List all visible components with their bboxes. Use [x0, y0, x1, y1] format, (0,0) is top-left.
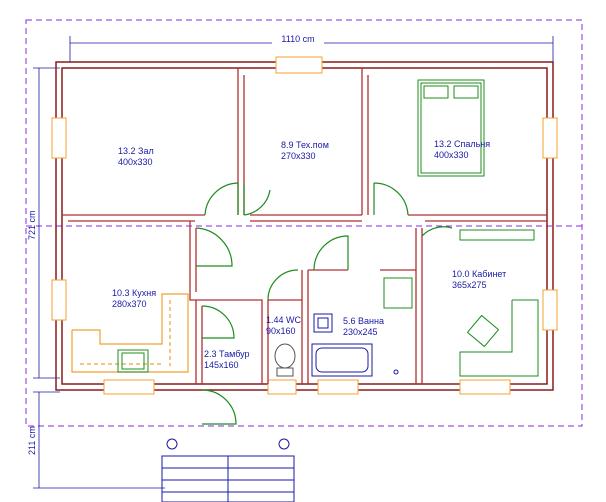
cupboard — [383, 277, 413, 309]
porch-post-left — [166, 438, 178, 450]
room-bedroom-area: 13.2 Спальня — [434, 139, 490, 149]
room-vestibule-size: 145x160 — [204, 360, 239, 370]
window-bottom-bath — [317, 379, 359, 395]
room-bedroom-size: 400x330 — [434, 150, 469, 160]
door-bedroom — [373, 182, 409, 216]
room-tech-size: 270x330 — [281, 151, 316, 161]
room-office-size: 365x275 — [452, 280, 487, 290]
door-tech — [243, 189, 271, 216]
bed — [417, 79, 485, 177]
room-office-area: 10.0 Кабинет — [452, 269, 506, 279]
width-dimension: 1110 cm — [69, 34, 554, 62]
doors — [195, 182, 453, 425]
window-bottom-kitchen — [103, 379, 155, 395]
room-wc-area: 1.44 WC — [266, 315, 302, 325]
door-kitchen — [195, 227, 233, 267]
kitchen-sink — [117, 349, 149, 373]
room-tech-area: 8.9 Тех.пом — [281, 140, 329, 150]
office-shelf — [459, 229, 535, 241]
window-left-bottom — [51, 279, 67, 321]
door-vestibule-inner — [201, 305, 235, 339]
width-label: 1110 cm — [281, 34, 314, 44]
room-hall-area: 13.2 Зал — [118, 146, 154, 156]
porch-stairs — [161, 438, 295, 502]
window-right-bottom — [542, 289, 558, 331]
toilet — [274, 343, 296, 377]
room-labels: 13.2 Зал 400x330 8.9 Тех.пом 270x330 13.… — [112, 139, 506, 370]
window-top — [275, 56, 323, 74]
room-vestibule-area: 2.3 Тамбур — [204, 349, 250, 359]
door-entrance — [201, 389, 237, 425]
room-wc-size: 90x160 — [266, 326, 296, 336]
depth-label: 721 cm — [27, 210, 37, 240]
bath-fixtures — [311, 313, 399, 377]
door-hall — [204, 182, 239, 216]
kitchen-counter — [71, 293, 189, 373]
outer-dashed-frame — [25, 19, 583, 427]
room-bath-size: 230x245 — [343, 327, 378, 337]
window-left-top — [51, 117, 67, 159]
porch-post-right — [278, 438, 290, 450]
door-office — [421, 226, 453, 237]
windows — [51, 56, 558, 395]
office-desk — [459, 299, 539, 377]
axis-guides — [25, 19, 583, 427]
depth-dimension: 721 cm — [27, 67, 60, 379]
bath-sink — [313, 313, 333, 333]
bathtub — [311, 343, 373, 377]
door-wc — [267, 269, 299, 301]
door-bath — [313, 235, 349, 271]
porch-label: 211 cm — [27, 426, 37, 455]
room-hall-size: 400x330 — [118, 157, 153, 167]
room-kitchen-area: 10.3 Кухня — [112, 288, 156, 298]
room-kitchen-size: 280x370 — [112, 299, 147, 309]
window-bottom-wc — [267, 379, 297, 395]
window-bottom-office — [459, 379, 511, 395]
window-right-top — [542, 117, 558, 159]
room-bath-area: 5.6 Ванна — [343, 316, 384, 326]
interior-walls — [62, 68, 547, 384]
porch-dimension: 211 cm — [27, 391, 165, 489]
